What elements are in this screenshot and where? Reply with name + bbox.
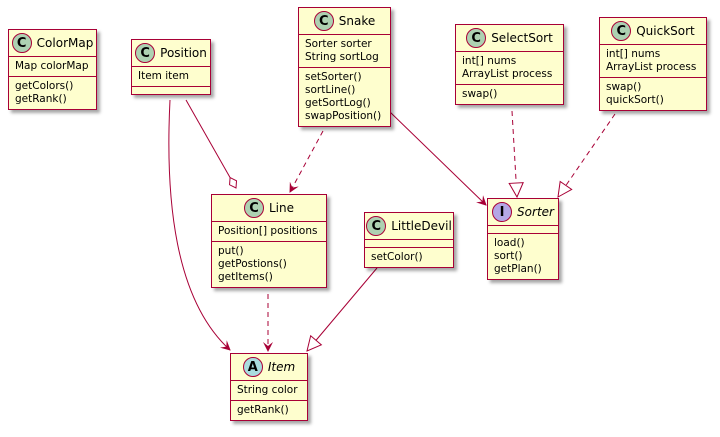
field-item: String color — [237, 384, 298, 396]
field-item: String sortLog — [305, 51, 379, 63]
method-item: load() — [494, 237, 525, 249]
method-item: getPostions() — [218, 258, 287, 270]
abstract-badge-icon: A — [242, 357, 263, 377]
position-header: C Position — [132, 40, 210, 66]
selectsort-methods: swap() — [456, 84, 563, 104]
relation-realization-quicksort-to-sorter — [558, 113, 616, 197]
method-item: swap() — [462, 88, 498, 100]
snake-methods: setSorter()sortLine()getSortLog()swapPos… — [299, 67, 390, 126]
class-littledevil: C LittleDevil setColor() — [364, 212, 454, 268]
method-item: getSortLog() — [305, 97, 371, 109]
field-item: Map colorMap — [15, 60, 89, 72]
littledevil-header: C LittleDevil — [365, 213, 453, 239]
sorter-fields — [488, 225, 558, 233]
field-item: Position[] positions — [218, 225, 318, 237]
colormap-methods: getColors()getRank() — [9, 76, 96, 109]
sorter-header: I Sorter — [488, 199, 558, 225]
interface-sorter: I Sorter load()sort()getPlan() — [487, 198, 559, 280]
relation-generalization-littledevil-to-item — [307, 267, 378, 351]
field-item: int[] nums — [462, 55, 517, 67]
field-item: int[] nums — [606, 48, 661, 60]
relation-association-snake-to-sorter — [389, 111, 487, 206]
relation-aggregation-position-to-line — [185, 99, 238, 189]
colormap-fields: Map colorMap — [9, 56, 96, 76]
littledevil-methods: setColor() — [365, 247, 453, 267]
quicksort-header: C QuickSort — [600, 18, 706, 44]
littledevil-name: LittleDevil — [391, 219, 452, 233]
method-item: put() — [218, 245, 244, 257]
line-header: C Line — [212, 195, 326, 221]
field-item: Item item — [138, 70, 189, 82]
field-item: Sorter sorter — [305, 38, 372, 50]
class-badge-icon: C — [366, 216, 387, 236]
quicksort-name: QuickSort — [636, 24, 695, 38]
selectsort-name: SelectSort — [491, 31, 553, 45]
method-item: swap() — [606, 81, 642, 93]
line-fields: Position[] positions — [212, 221, 326, 241]
method-item: getPlan() — [494, 263, 542, 275]
class-badge-icon: C — [135, 43, 156, 63]
relation-association-position-to-item — [168, 99, 231, 351]
method-item: quickSort() — [606, 94, 664, 106]
position-methods — [132, 86, 210, 94]
class-badge-icon: C — [466, 28, 487, 48]
line-methods: put()getPostions()getItems() — [212, 241, 326, 287]
method-item: getRank() — [237, 404, 289, 416]
class-badge-icon: C — [243, 198, 264, 218]
snake-name: Snake — [338, 14, 376, 28]
colormap-name: ColorMap — [36, 36, 94, 50]
sorter-name: Sorter — [517, 205, 554, 219]
method-item: swapPosition() — [305, 110, 382, 122]
item-methods: getRank() — [231, 400, 307, 420]
relation-dependency-snake-to-line — [289, 130, 324, 193]
colormap-header: C ColorMap — [9, 30, 96, 56]
quicksort-methods: swap()quickSort() — [600, 77, 706, 110]
field-item: ArrayList process — [462, 68, 553, 80]
littledevil-fields — [365, 239, 453, 247]
position-name: Position — [160, 46, 207, 60]
interface-badge-icon: I — [492, 202, 513, 222]
selectsort-header: C SelectSort — [456, 25, 563, 51]
class-badge-icon: C — [313, 11, 334, 31]
field-item: ArrayList process — [606, 61, 697, 73]
method-item: getItems() — [218, 271, 273, 283]
class-badge-icon: C — [11, 33, 32, 53]
sorter-methods: load()sort()getPlan() — [488, 233, 558, 279]
line-name: Line — [268, 201, 294, 215]
class-badge-icon: C — [611, 21, 632, 41]
item-fields: String color — [231, 380, 307, 400]
item-name: Item — [267, 360, 296, 374]
method-item: getColors() — [15, 80, 74, 92]
snake-header: C Snake — [299, 8, 390, 34]
relation-realization-selectsort-to-sorter — [512, 110, 517, 197]
item-header: A Item — [231, 354, 307, 380]
method-item: setColor() — [371, 251, 423, 263]
method-item: sortLine() — [305, 84, 356, 96]
position-fields: Item item — [132, 66, 210, 86]
method-item: getRank() — [15, 93, 67, 105]
method-item: setSorter() — [305, 71, 362, 83]
method-item: sort() — [494, 250, 523, 262]
